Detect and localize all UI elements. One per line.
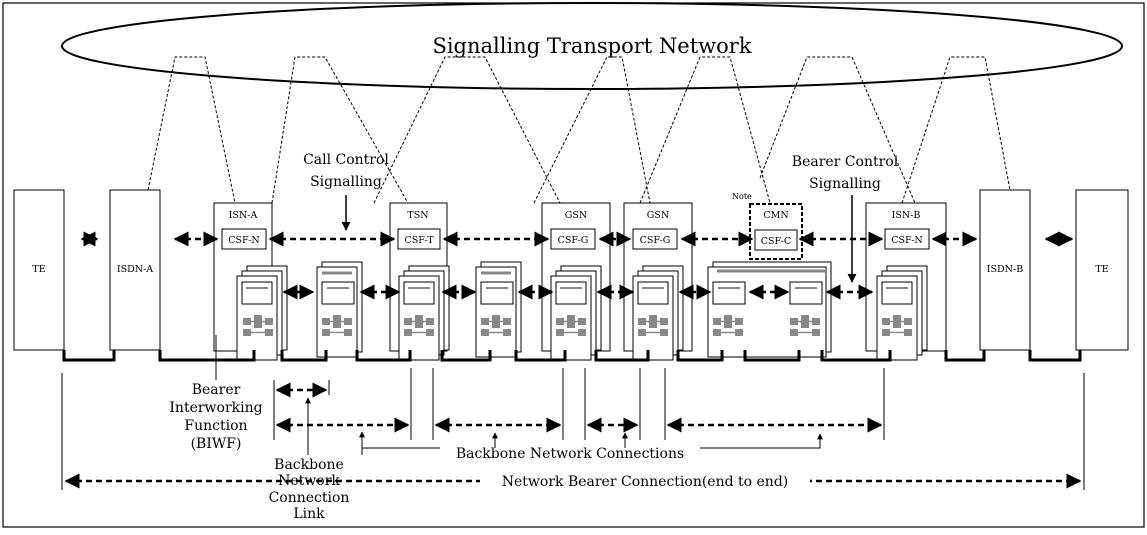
terminal-te-left: TE — [13, 189, 65, 351]
csf-label: CSF-N — [891, 235, 922, 246]
csf-label: CSF-T — [404, 235, 434, 246]
csf-box — [754, 229, 798, 251]
network-bearer-label-bg — [480, 472, 810, 490]
node-name: CMN — [763, 210, 788, 221]
node-name: TSN — [407, 210, 428, 221]
csf-box — [221, 228, 267, 250]
csf-box — [397, 228, 441, 250]
label-up-arrows — [305, 397, 823, 455]
csf-label: CSF-G — [640, 235, 671, 246]
signalling-links — [147, 56, 1011, 204]
bnc-link-label-line2: Network — [278, 473, 340, 489]
csf-box — [550, 228, 596, 250]
bnc-link-label-line4: Link — [293, 506, 325, 522]
note-label: Note — [732, 192, 752, 201]
biwf-gsn-2 — [632, 265, 684, 361]
biwf-tsn — [398, 265, 450, 361]
bearer-links — [62, 350, 1082, 362]
backbone-connections-label: Backbone Network Connections — [456, 446, 684, 462]
csf-box — [884, 228, 930, 250]
bnc-link-label-line3: Connection — [269, 490, 350, 506]
node-name: GSN — [647, 210, 669, 221]
terminal-label: ISDN-B — [987, 264, 1023, 275]
terminal-isdn-b: ISDN-B — [979, 189, 1031, 351]
node-name: GSN — [565, 210, 587, 221]
call-control-label-line2: Signalling — [310, 174, 382, 190]
biwf-isn-a — [236, 265, 288, 361]
terminal-isdn-a: ISDN-A — [109, 189, 161, 351]
terminal-label: TE — [1095, 264, 1108, 275]
biwf-isn-b — [876, 265, 928, 361]
node-cmn: CMN CSF-C — [749, 203, 803, 260]
biwf-label-line3: Function — [184, 418, 247, 434]
biwf-gsn-1 — [550, 265, 602, 361]
biwf-label-line4: (BIWF) — [191, 436, 242, 452]
label-pointer-arrows — [341, 195, 857, 283]
terminal-label: TE — [32, 264, 45, 275]
node-name: ISN-A — [229, 210, 258, 221]
biwf-label-line1: Bearer — [192, 382, 241, 398]
signalling-network-title: Signalling Transport Network — [432, 34, 751, 58]
network-bearer-label: Network Bearer Connection(end to end) — [502, 474, 789, 490]
connection-span-arrows — [64, 382, 1082, 489]
bnc-link-isn-tsn — [316, 261, 363, 358]
bearer-control-label-line2: Signalling — [809, 176, 881, 192]
bnc-link-gsn-isn — [707, 261, 832, 358]
bnc-link-tsn-gsn — [475, 261, 522, 358]
terminal-te-right: TE — [1075, 189, 1129, 351]
span-tick-lines — [61, 335, 1085, 490]
bnc-link-label-line1: Backbone — [274, 457, 344, 473]
call-control-label-line1: Call Control — [303, 152, 389, 168]
biwf-label-line2: Interworking — [169, 400, 262, 416]
node-name: ISN-B — [892, 210, 921, 221]
bearer-control-label-line1: Bearer Control — [792, 154, 899, 170]
csf-label: CSF-G — [558, 235, 589, 246]
csf-label: CSF-N — [228, 235, 259, 246]
terminal-label: ISDN-A — [117, 264, 153, 275]
csf-box — [632, 228, 678, 250]
csf-label: CSF-C — [761, 236, 791, 247]
